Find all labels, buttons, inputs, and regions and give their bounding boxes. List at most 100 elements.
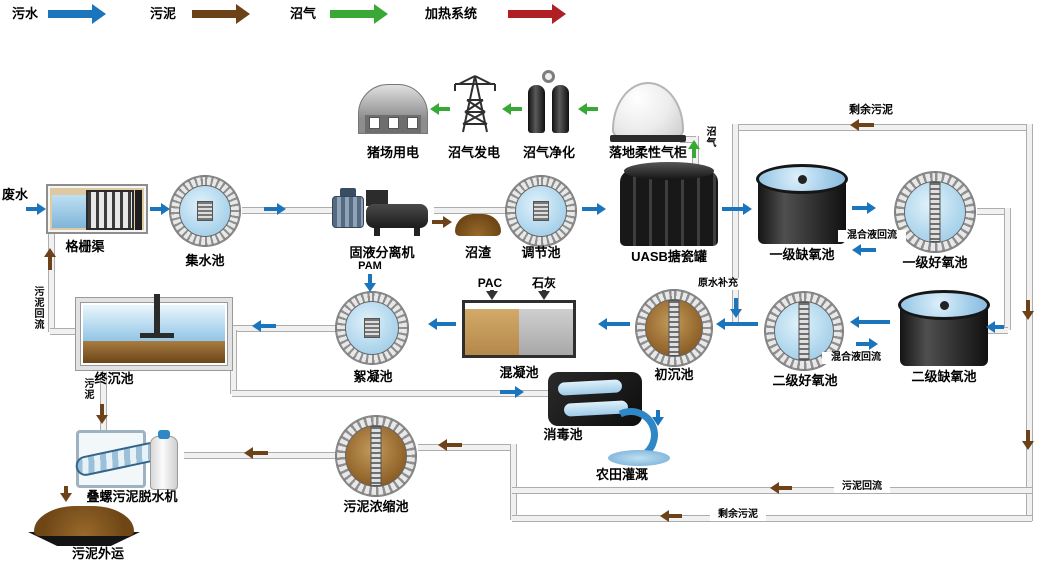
flocculation-label: 絮凝池 <box>353 369 393 384</box>
legend-heating-arrow-icon <box>508 4 566 24</box>
legend-wastewater-arrow-icon <box>48 4 106 24</box>
mixed-liquor-return-arrow <box>852 244 876 256</box>
coagulation-tank <box>462 300 576 358</box>
collection-tank <box>170 176 240 246</box>
gas-cylinder-icon <box>552 85 569 133</box>
biogas-flow-arrow <box>430 103 450 115</box>
mixed-liquor-return-2-label: 混合液回流 <box>822 352 890 364</box>
biogas-pipe-label: 沼气 <box>702 126 716 148</box>
gas-holder-dome <box>610 82 686 142</box>
scraper-bridge <box>668 300 680 356</box>
raw-water-arrow <box>730 298 742 318</box>
excess-sludge-bottom-label: 剩余污泥 <box>710 509 766 521</box>
building-window-icon <box>407 117 418 129</box>
water-flow-arrow <box>264 203 286 215</box>
sludge-transport-pile <box>34 506 134 536</box>
tank-hub <box>364 318 380 338</box>
separator-motor <box>332 196 364 228</box>
water-flow-arrow <box>852 202 876 214</box>
biogas-residue-pile <box>455 214 501 236</box>
uasb-tank-label: UASB搪瓷罐 <box>631 249 707 264</box>
separator-hopper <box>366 190 388 206</box>
biogas-generation-label: 沼气发电 <box>447 145 500 160</box>
sludge-return-bottom-label: 污泥回流 <box>834 481 890 493</box>
sludge-down-arrow <box>1022 430 1034 450</box>
sludge-down-arrow <box>1022 300 1034 320</box>
water-flow-arrow <box>598 318 630 330</box>
legend-wastewater-label: 污水 <box>11 6 38 21</box>
regulation-tank-label: 调节池 <box>521 245 561 260</box>
anoxic-2-label: 二级缺氧池 <box>911 369 977 384</box>
pipe-aerobic1-out <box>977 208 1009 215</box>
tank-cap-icon <box>158 430 170 439</box>
sludge-flow-arrow <box>244 447 268 459</box>
sludge-return-left-label: 污泥回流 <box>30 286 44 330</box>
aeration-bridge <box>929 182 941 242</box>
pipe-collect-to-separator <box>242 207 334 214</box>
biogas-flow-arrow <box>578 103 598 115</box>
pipe-aerobic1-down <box>1004 208 1011 330</box>
excess-sludge-top-label: 剩余污泥 <box>836 104 906 118</box>
water-flow-arrow <box>716 318 758 330</box>
thickener-label: 污泥浓缩池 <box>343 499 409 514</box>
regulation-tank <box>506 176 576 246</box>
final-sed-label: 终沉池 <box>94 371 134 386</box>
lime-label: 石灰 <box>524 276 564 291</box>
separator-leg <box>374 228 380 236</box>
tank-water <box>515 185 567 237</box>
collection-tank-label: 集水池 <box>185 253 225 268</box>
legend-biogas-arrow-icon <box>330 4 388 24</box>
aerobic-tank-1 <box>895 172 975 252</box>
primary-sedimentation-tank <box>636 290 712 366</box>
separator-leg <box>414 228 420 236</box>
pipe-finalsed-sludge-down <box>100 372 107 434</box>
irrigation-out-arrow <box>652 410 664 426</box>
dewatering-machine <box>73 430 163 488</box>
pipe-left-sludge-return <box>48 232 55 332</box>
gauge-icon <box>542 70 555 83</box>
anoxic-1-label: 一级缺氧池 <box>769 247 835 262</box>
grid-channel-basin <box>46 184 148 234</box>
tank-hub <box>798 175 807 184</box>
water-flow-arrow <box>500 386 524 398</box>
water-flow-arrow <box>428 318 456 330</box>
inlet-pipe <box>140 294 174 338</box>
pipe-separator-to-regulation <box>434 207 508 214</box>
sludge-down-arrow <box>96 404 108 424</box>
biogas-flow-arrow <box>502 103 522 115</box>
aerobic-1-label: 一级好氧池 <box>902 255 968 270</box>
pipe-raw-water <box>732 124 739 326</box>
pam-label: PAM <box>348 260 392 274</box>
screw-press-icon <box>73 440 163 478</box>
uasb-body <box>620 170 718 246</box>
aerobic-2-label: 二级好氧池 <box>772 373 838 388</box>
separator-drum <box>366 204 428 228</box>
separator-label: 固液分离机 <box>349 245 415 260</box>
water-pool-icon <box>608 450 670 466</box>
pipe-finalsed-left <box>50 328 78 335</box>
lime-chamber <box>519 309 573 355</box>
sludge-flow-arrow <box>432 216 452 228</box>
sludge-transport-label: 污泥外运 <box>71 546 124 561</box>
uasb-tank <box>620 162 718 246</box>
pig-farm-building <box>358 84 428 134</box>
primary-sed-label: 初沉池 <box>654 367 694 382</box>
pipe-top-excess-sludge <box>735 124 1032 131</box>
final-sedimentation-tank <box>76 294 232 370</box>
pig-farm-power-label: 猪场用电 <box>366 145 419 160</box>
uasb-top <box>624 162 714 180</box>
sludge-flow-arrow <box>438 439 462 451</box>
gas-cylinder-icon <box>528 85 545 133</box>
gas-holder-label: 落地柔性气柜 <box>608 145 687 160</box>
flocculation-tank <box>336 292 408 364</box>
aerobic-tank-2 <box>765 292 843 370</box>
solid-liquid-separator <box>332 186 432 236</box>
excess-sludge-arrow <box>660 510 682 522</box>
pipe-excess-sludge-bottom <box>512 515 1032 522</box>
water-flow-arrow <box>850 316 890 328</box>
building-window-icon <box>369 117 380 129</box>
water-flow-arrow <box>582 203 606 215</box>
anoxic-tank-1 <box>756 164 848 244</box>
aeration-bridge <box>798 302 810 360</box>
